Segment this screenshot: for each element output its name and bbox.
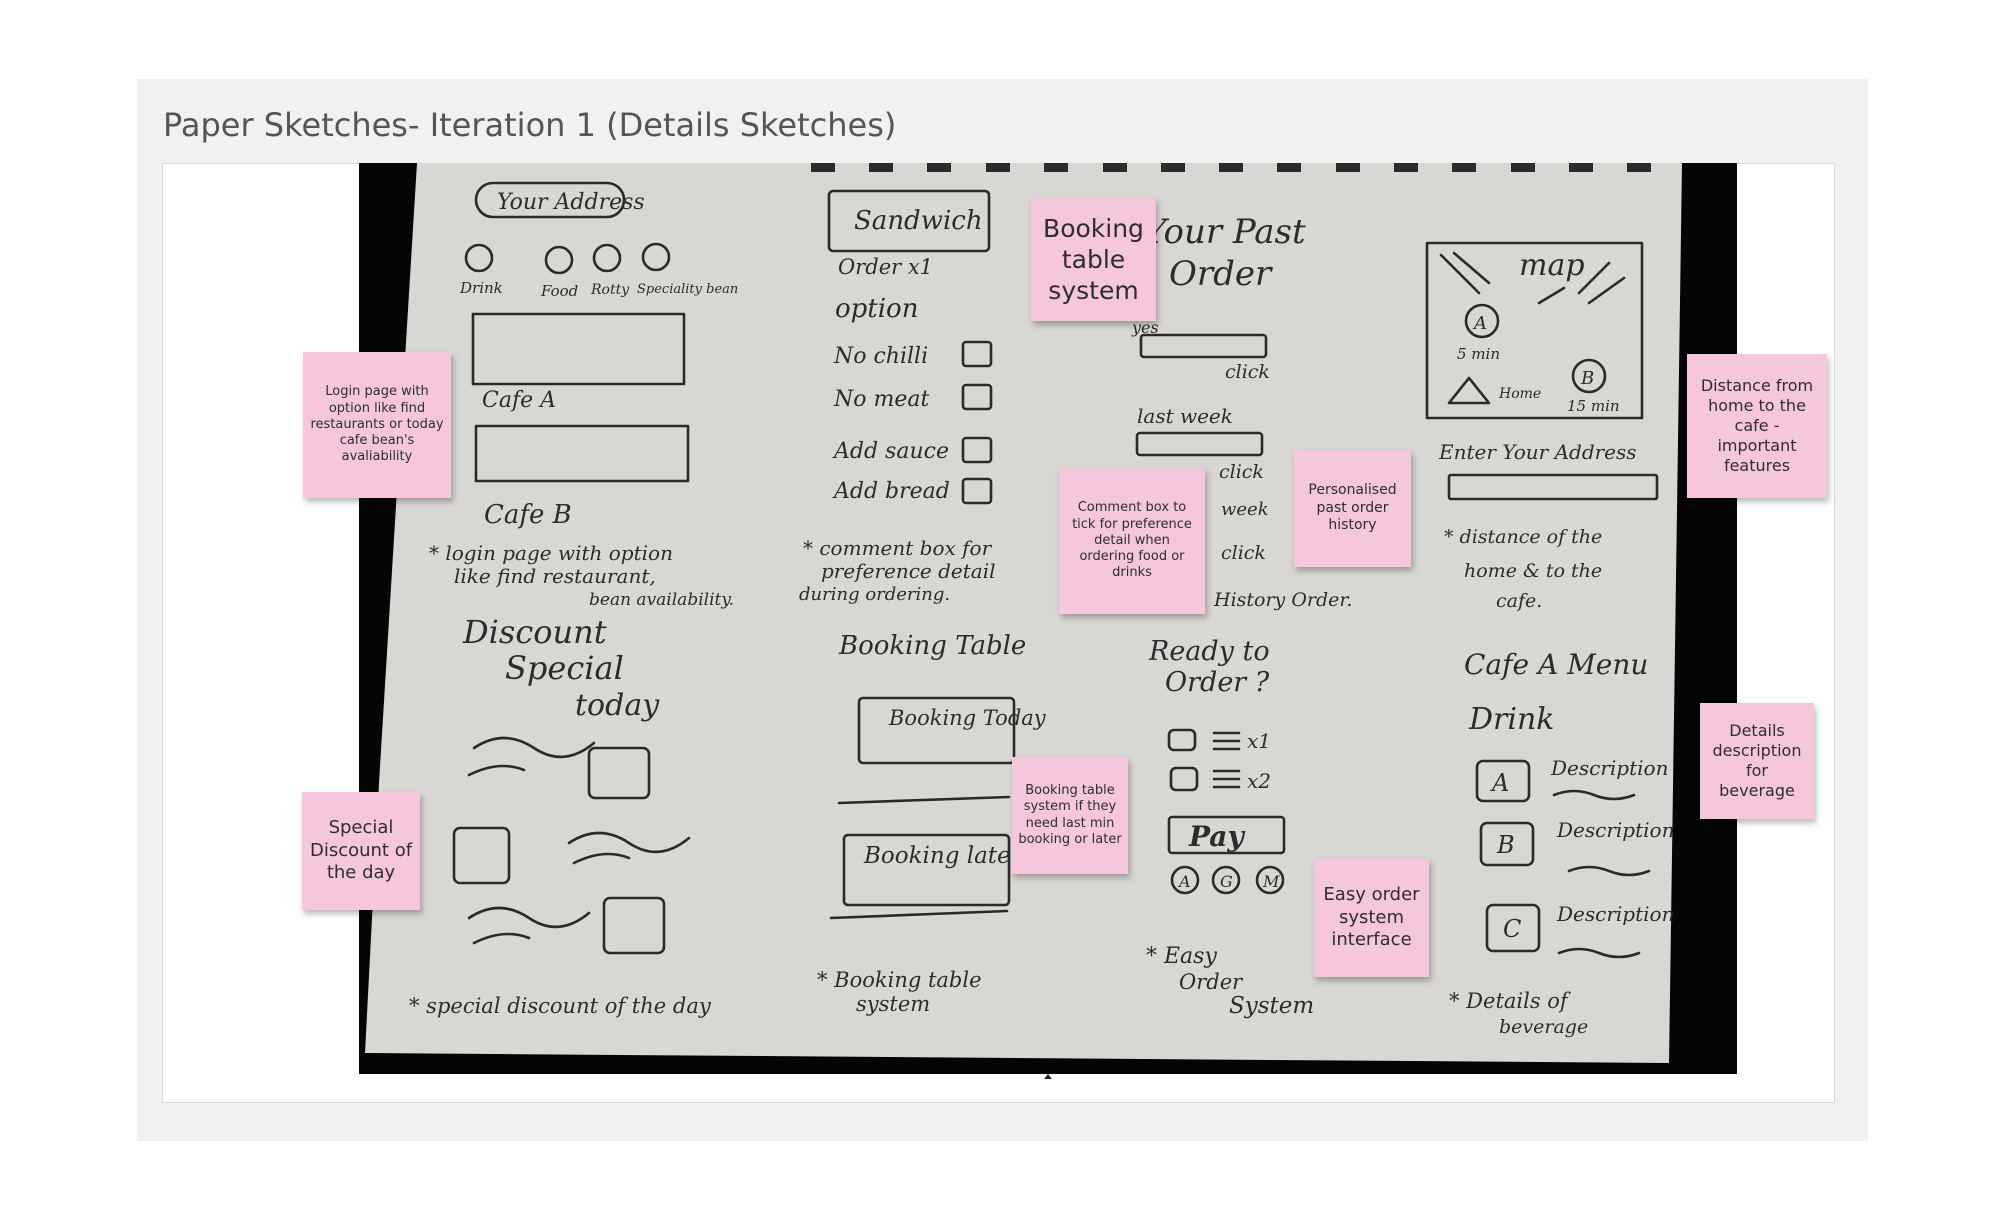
sketch-footer: * Easy [1146, 944, 1217, 969]
sticky-note-past-order[interactable]: Personalised past order history [1294, 450, 1411, 567]
sticky-note-booking-last-min[interactable]: Booking table system if they need last m… [1012, 757, 1128, 874]
sticky-note-text: Booking table system if they need last m… [1018, 783, 1122, 847]
sketch-last-week: last week [1137, 404, 1233, 428]
frame-title: Paper Sketches- Iteration 1 (Details Ske… [163, 106, 897, 144]
sticky-note-login[interactable]: Login page with option like find restaur… [303, 352, 451, 498]
sketch-discount: today [575, 688, 660, 723]
sketch-cafe-b: Cafe B [484, 500, 572, 530]
sketch-cafe-a: Cafe A [482, 388, 556, 413]
sketch-click: click [1221, 542, 1266, 564]
sketch-map-5min: 5 min [1457, 345, 1500, 363]
sketch-order: Order x1 [838, 255, 933, 279]
sketch-booking-today: Booking Today [888, 706, 1047, 730]
sticky-note-comment-box[interactable]: Comment box to tick for preference detai… [1059, 468, 1205, 614]
sticky-note-text: Comment box to tick for preference detai… [1072, 500, 1192, 581]
sketch-option-item: Add sauce [832, 439, 949, 464]
sketch-past: Your Past [1144, 212, 1306, 252]
sticky-note-text: Easy order system interface [1323, 884, 1420, 951]
sketch-discount: Special [505, 649, 624, 687]
sketch-item: A [1490, 769, 1509, 797]
sketch-pay: Pay [1188, 820, 1245, 853]
sketch-x2: x2 [1247, 769, 1271, 793]
sketch-click: click [1225, 361, 1270, 383]
sketch-map-home: Home [1498, 386, 1541, 402]
sticky-note-text: Personalised past order history [1308, 482, 1397, 534]
sketch-icon-label: Rotty [590, 282, 630, 298]
sketch-menu: Cafe A Menu [1464, 648, 1648, 681]
sketch-note: bean availability. [589, 590, 734, 610]
sketch-note: preference detail [821, 559, 996, 583]
sketch-booking-later: Booking later [863, 843, 1024, 869]
sketch-map-b: B [1580, 368, 1594, 389]
spiral-binding [811, 163, 1651, 172]
sketch-ready: Order ? [1165, 667, 1270, 698]
sketch-pay-method: A [1177, 872, 1191, 891]
sketch-footer: * Details of [1449, 989, 1571, 1013]
sketch-option-item: No chilli [833, 344, 928, 369]
sketch-col-map: map A 5 min B 15 min Home Enter Your Add… [1425, 241, 1674, 1038]
sketch-note: * login page with option [429, 541, 673, 565]
sticky-note-special-discount[interactable]: Special Discount of the day [302, 792, 420, 910]
sticky-note-distance[interactable]: Distance from home to the cafe - importa… [1687, 354, 1827, 498]
sticky-note-booking-table[interactable]: Booking table system [1031, 198, 1156, 321]
sketch-note: * comment box for [803, 536, 993, 560]
sticky-note-details-beverage[interactable]: Details description for beverage [1700, 703, 1814, 819]
sketch-col-order: Sandwich Order x1 option No chilli No me… [799, 189, 1047, 1016]
sketch-note: like find restaurant, [454, 564, 656, 588]
sketch-map-15min: 15 min [1567, 397, 1620, 415]
sketch-enter-address: Enter Your Address [1438, 440, 1637, 464]
sketch-footer: * special discount of the day [409, 994, 712, 1018]
sketch-paper-drawing: Your Address Drink Food Rotty Speciality… [365, 163, 1682, 1063]
sketch-footer: * Booking table [817, 968, 982, 992]
sketch-item: B [1496, 831, 1515, 859]
sketch-pay-method: M [1262, 872, 1280, 891]
sketch-col-history: Your Past Order yes click last week clic… [1131, 212, 1352, 1019]
sketch-note: home & to the [1464, 560, 1602, 582]
sticky-note-text: Special Discount of the day [309, 817, 413, 884]
sketch-option: option [835, 294, 918, 324]
sketch-note: cafe. [1496, 590, 1542, 612]
resize-handle[interactable] [1044, 1074, 1052, 1079]
sticky-note-text: Details description for beverage [1712, 721, 1802, 800]
sketch-pay-method: G [1220, 872, 1233, 891]
sketch-col-login: Your Address Drink Food Rotty Speciality… [409, 181, 738, 1018]
sketch-footer: Order [1179, 970, 1244, 994]
sketch-x1: x1 [1247, 729, 1271, 753]
sketch-drink: Drink [1468, 702, 1555, 737]
sketch-item: C [1503, 915, 1521, 943]
sketch-sandwich: Sandwich [854, 206, 983, 236]
sketch-icon-label: Speciality bean [637, 282, 738, 297]
sketch-map-a: A [1472, 313, 1487, 334]
sticky-note-text: Login page with option like find restaur… [310, 384, 444, 465]
sketch-map: map [1519, 248, 1585, 283]
sticky-note-easy-order[interactable]: Easy order system interface [1314, 859, 1429, 977]
sketch-note: * distance of the [1444, 526, 1602, 548]
sketch-icon-label: Drink [459, 279, 503, 297]
sketch-desc: Description [1556, 902, 1674, 926]
sticky-note-text: Distance from home to the cafe - importa… [1700, 376, 1814, 475]
sketch-address: Your Address [497, 190, 645, 215]
sketch-ready: Ready to [1148, 636, 1270, 667]
sketch-footer: System [1229, 993, 1314, 1019]
sketch-history: History Order. [1213, 589, 1352, 611]
sketch-option-item: Add bread [832, 479, 950, 504]
sketch-past: Order [1169, 254, 1273, 294]
sketch-option-item: No meat [833, 387, 929, 412]
sketch-click: click [1219, 461, 1264, 483]
sketch-desc: Description [1550, 756, 1668, 780]
sketch-yes: yes [1131, 318, 1159, 337]
sketch-discount: Discount [462, 613, 607, 651]
sketch-note: during ordering. [799, 584, 950, 605]
sketch-footer: system [856, 992, 930, 1016]
sketch-booking-table: Booking Table [838, 631, 1026, 661]
sticky-note-text: Booking table system [1043, 213, 1144, 306]
sketch-week: week [1221, 499, 1269, 520]
sketch-icon-label: Food [540, 282, 578, 300]
paper-sheet [365, 163, 1682, 1063]
sketch-footer: beverage [1499, 1016, 1588, 1038]
sketch-desc: Description [1556, 818, 1674, 842]
